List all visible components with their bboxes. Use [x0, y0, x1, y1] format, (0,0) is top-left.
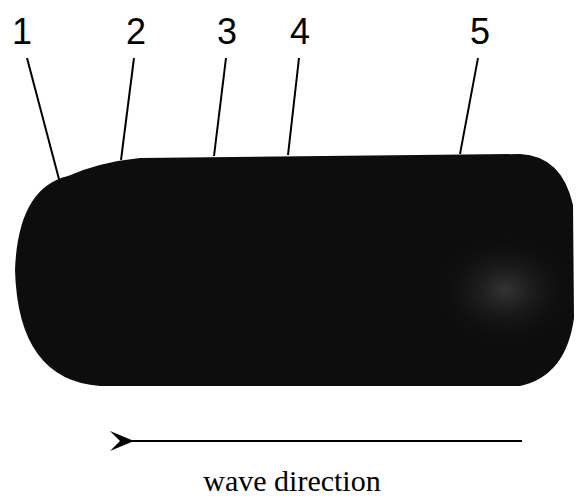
leader-line: [460, 58, 478, 154]
callout-number: 5: [470, 14, 490, 50]
callout-number: 2: [126, 14, 146, 50]
callout-number: 3: [217, 14, 237, 50]
cell-body: [15, 154, 574, 386]
direction-arrow: [132, 440, 522, 442]
leader-line: [27, 58, 60, 183]
callout-number: 1: [12, 14, 32, 50]
leader-line: [288, 58, 299, 155]
cell-texture: [435, 235, 575, 345]
leader-line: [121, 58, 134, 160]
direction-label: wave direction: [203, 466, 380, 496]
leader-lines: [27, 58, 478, 183]
leader-line: [214, 58, 226, 156]
callout-number: 4: [290, 14, 310, 50]
